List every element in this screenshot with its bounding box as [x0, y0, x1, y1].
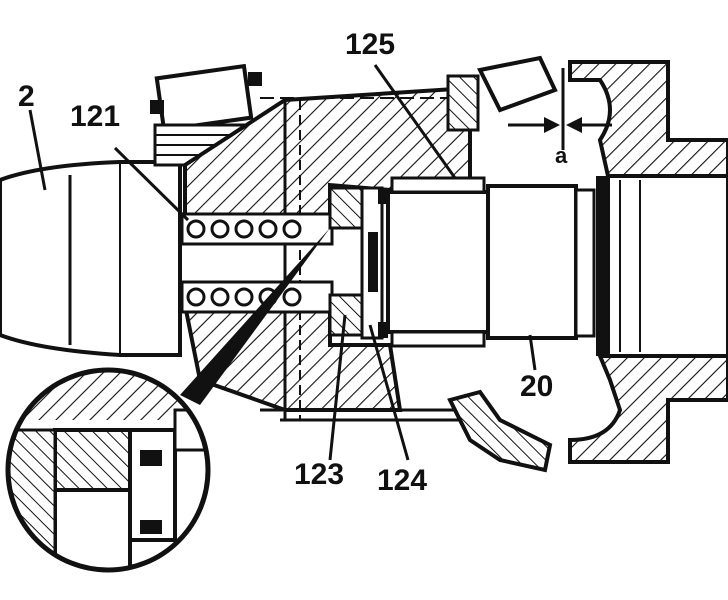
label-part-125: 125: [345, 28, 396, 61]
label-part-20: 20: [520, 370, 554, 403]
detail-connector: [180, 228, 330, 405]
label-part-121: 121: [70, 100, 121, 133]
label-part-124: 124: [377, 464, 428, 497]
label-part-123: 123: [294, 458, 345, 491]
bearing-rows: [180, 212, 334, 314]
seal-rings: [328, 186, 388, 340]
gap-dimension: [508, 68, 612, 150]
label-part-2: 2: [18, 80, 35, 113]
drive-flange: [568, 60, 728, 464]
hub-carrier: [182, 85, 480, 422]
label-gap-a: a: [555, 143, 568, 168]
axle-housing: [0, 160, 182, 357]
leader-lines: [28, 64, 537, 461]
lower-bracket: [446, 55, 558, 473]
stub-shaft: [386, 174, 728, 358]
